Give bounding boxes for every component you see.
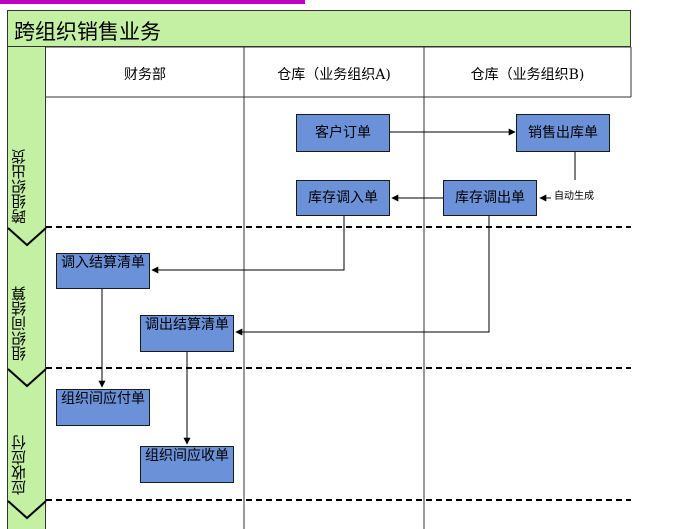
box-payable[interactable]: 组织间应付单 (56, 389, 150, 426)
diagram-title-bar: 跨组织销售业务 (7, 10, 631, 47)
top-accent-bar (0, 0, 305, 4)
box-transfer-in[interactable]: 库存调入单 (296, 180, 390, 216)
box-transfer-in-settlement[interactable]: 调入结算清单 (56, 253, 150, 289)
box-transfer-out[interactable]: 库存调出单 (443, 180, 537, 216)
box-customer-order[interactable]: 客户订单 (296, 114, 390, 152)
phase-chevron-3 (7, 500, 47, 520)
column-header-warehouse-a: 仓库（业务组织A) (277, 67, 391, 83)
box-receivable[interactable]: 组织间应收单 (140, 446, 234, 483)
box-transfer-out-settlement[interactable]: 调出结算清单 (140, 315, 234, 352)
phase-strip: 跨组织出货 组织间结算 应收应付 (7, 47, 46, 529)
phase-chevron-2 (7, 368, 47, 388)
box-sales-out[interactable]: 销售出库单 (516, 114, 610, 152)
arrow-transfer-in-to-settlement (151, 216, 345, 274)
diagram-title: 跨组织销售业务 (14, 20, 161, 44)
column-header-warehouse-b: 仓库（业务组织B) (470, 67, 585, 83)
note-auto-generated: 自动生成 (554, 191, 594, 202)
column-header-finance: 财务部 (124, 67, 166, 83)
arrow-transfer-out-to-settlement (235, 216, 490, 336)
phase-chevron-1 (7, 227, 47, 247)
